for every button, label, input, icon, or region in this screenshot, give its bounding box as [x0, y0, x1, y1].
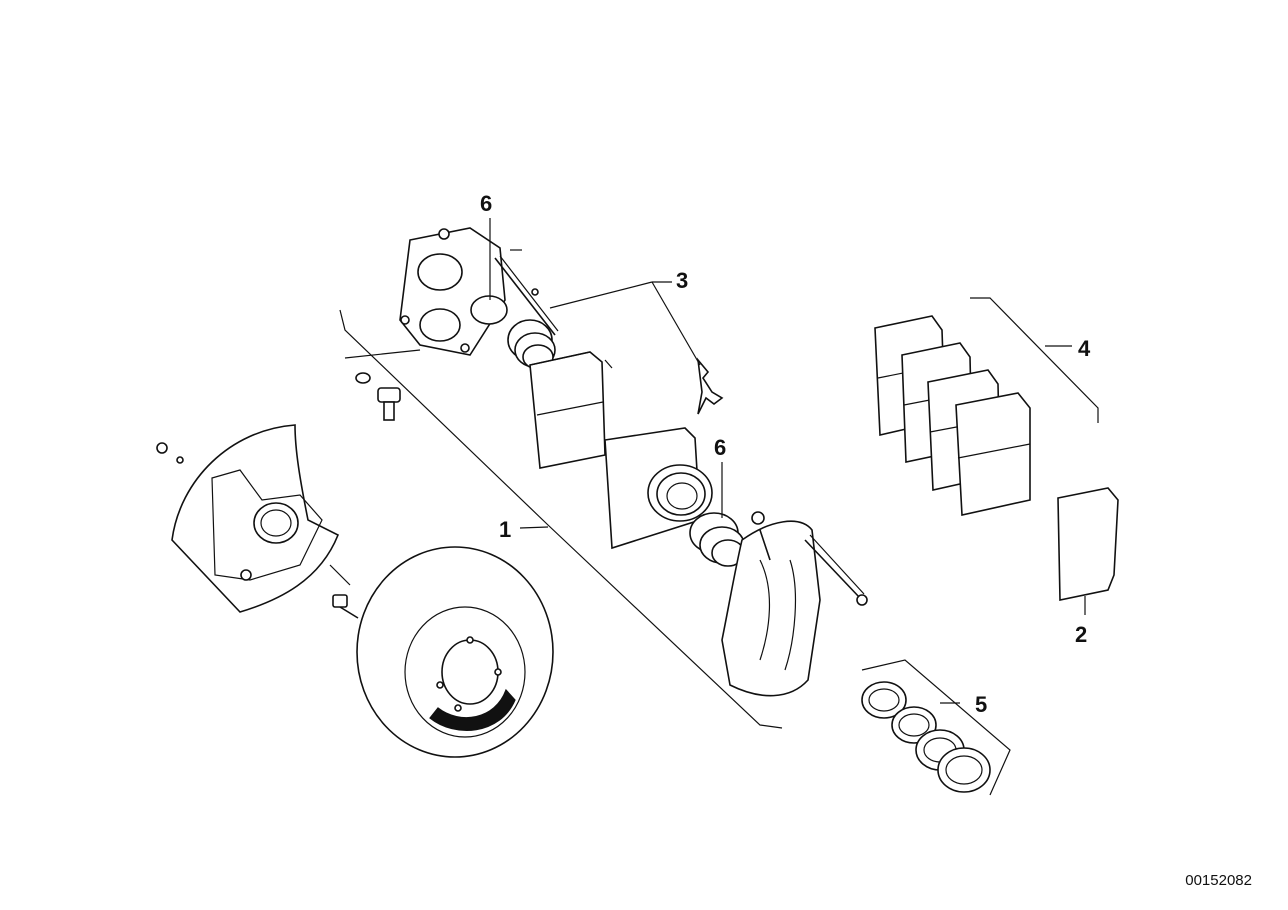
callout-3-leaders	[549, 281, 701, 366]
caliper-half-upper	[399, 227, 508, 356]
callout-6-lower: 6	[714, 435, 726, 460]
pad-set	[874, 315, 1031, 516]
callout-2: 2	[1075, 622, 1087, 647]
seal-kit	[861, 681, 991, 793]
bolt-shield	[332, 594, 359, 619]
callout-4: 4	[1078, 336, 1091, 361]
callout-4-bracket	[970, 297, 1099, 423]
caliper-half-lower	[721, 511, 821, 697]
brake-disc	[356, 546, 554, 758]
retaining-pin-upper	[494, 249, 559, 336]
callout-5: 5	[975, 692, 987, 717]
dust-shield	[156, 424, 351, 613]
callout-5-bracket	[861, 659, 1011, 796]
brake-pad-outer	[604, 427, 713, 550]
pad-set-pad-4	[955, 392, 1031, 516]
callout-3: 3	[676, 268, 688, 293]
brake-pad-inner	[529, 351, 613, 469]
callout-6-leaders	[489, 218, 723, 518]
part-1-bracket	[339, 309, 783, 729]
document-number: 00152082	[1185, 872, 1252, 889]
anti-squeal-shim	[1057, 487, 1119, 615]
callout-1: 1	[499, 517, 511, 542]
guide-bolt-lower	[804, 534, 868, 606]
piston-lower	[689, 512, 745, 567]
callout-6-upper: 6	[480, 191, 492, 216]
bolt-caliper	[355, 372, 401, 421]
anti-rattle-spring	[696, 357, 724, 415]
piston-upper	[507, 319, 556, 370]
